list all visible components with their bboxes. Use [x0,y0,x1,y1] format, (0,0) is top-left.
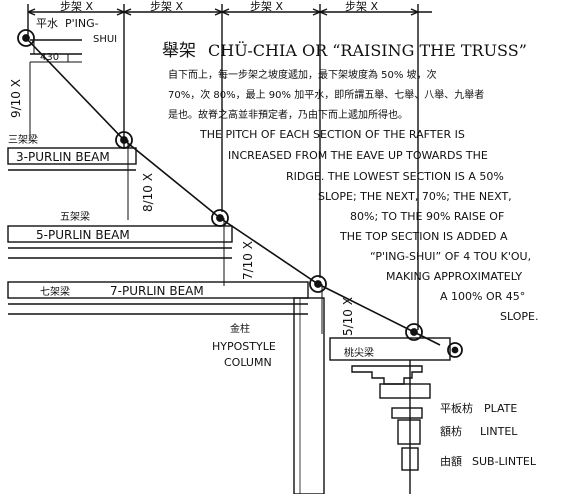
english-text-line-8: MAKING APPROXIMATELY [386,270,522,283]
ping-shui-label-1: P'ING- [65,17,99,30]
english-text-line-3: RIDGE. THE LOWEST SECTION IS A 50% [286,170,504,183]
ping-shui-marker [30,39,82,63]
purlin-7-beam [7,281,309,315]
top-dimension-line [27,4,432,330]
dimension-label-2: 步架 X [150,0,183,13]
english-text-line-4: SLOPE; THE NEXT, 70%; THE NEXT, [318,190,512,203]
plate-label: PLATE [484,402,517,415]
slope-label-9-10: 9/10 X [9,79,23,118]
hypostyle-chinese: 金柱 [230,322,250,335]
purlin-7-label: 7-PURLIN BEAM [110,284,204,298]
purlin-7-chinese: 七架梁 [40,285,70,298]
dimension-label-3: 步架 X [250,0,283,13]
lintel-label: LINTEL [480,425,518,438]
english-text-line-7: “P'ING-SHUI” OF 4 TOU K'OU, [370,250,531,263]
purlin-5-label: 5-PURLIN BEAM [36,228,130,242]
hypostyle-label-1: HYPOSTYLE [212,340,276,353]
english-text-line-5: 80%; TO THE 90% RAISE OF [350,210,504,223]
hypostyle-column [293,297,325,494]
plate-chinese: 平板枋 [440,401,473,415]
slope-label-7-10: 7/10 X [241,241,255,280]
lintel-chinese: 額枋 [440,424,462,438]
title-chinese: 舉架 [162,41,196,61]
sub-lintel-label: SUB-LINTEL [472,455,537,468]
english-text-line-1: THE PITCH OF EACH SECTION OF THE RAFTER … [199,128,465,141]
ping-shui-label-2: SHUI [93,34,117,45]
dimension-430: 430 [40,52,59,63]
hypostyle-label-2: COLUMN [224,356,272,369]
title-english: CHÜ-CHIA OR “RAISING THE TRUSS” [208,40,527,60]
purlin-5-chinese: 五架梁 [60,210,90,223]
purlin-3-label: 3-PURLIN BEAM [16,150,110,164]
sub-lintel-chinese: 由額 [440,454,462,468]
purlin-3-beam [7,147,137,171]
english-text-line-10: SLOPE. [500,310,538,323]
english-text-line-6: THE TOP SECTION IS ADDED A [339,230,508,243]
purlin-5-beam [7,225,233,259]
dimension-label-4: 步架 X [345,0,378,13]
tail-beam-chinese: 桃尖梁 [344,346,374,359]
purlin-3-chinese: 三架梁 [8,133,38,146]
slope-label-5-10: 5/10 X [341,297,355,336]
english-text-line-2: INCREASED FROM THE EAVE UP TOWARDS THE [228,149,488,162]
chinese-text-line-1: 自下而上，每一步架之坡度遞加，最下架坡度為 50% 坡，次 [168,68,437,81]
chinese-text-line-2: 70%，次 80%，最上 90% 加平水，即所謂五舉、七舉、八舉、九舉者 [168,88,484,101]
chinese-text-line-3: 是也。故脊之高並非預定者，乃由下而上遞加所得也。 [168,108,408,121]
slope-verticals [29,62,323,334]
english-text-line-9: A 100% OR 45° [440,290,525,303]
rafter-curve [25,37,441,346]
ping-shui-chinese: 平水 [36,17,58,30]
tail-beam-bracket [329,337,451,494]
dimension-label-1: 步架 X [60,0,93,13]
slope-label-8-10: 8/10 X [141,173,155,212]
